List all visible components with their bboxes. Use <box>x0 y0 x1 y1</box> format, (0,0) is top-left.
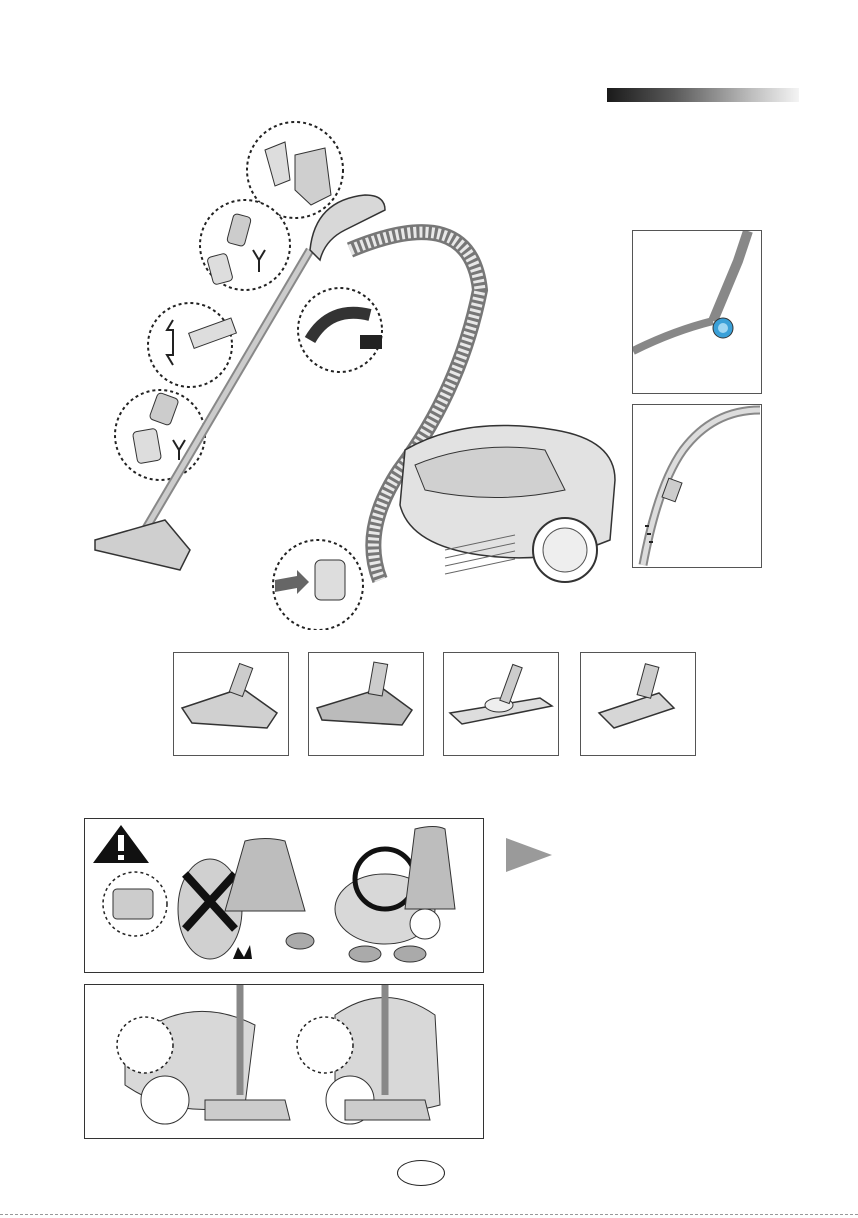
vacuum-assembly-illustration <box>85 120 625 630</box>
header-gradient-bar <box>607 88 799 102</box>
page-number-oval <box>397 1160 445 1186</box>
bottom-dashed-rule <box>0 1214 858 1215</box>
telescopic-pipe-detail <box>632 404 762 568</box>
floor-brush-illustration <box>173 652 289 756</box>
mini-turbo-brush-illustration <box>580 652 696 756</box>
hose-connection-detail <box>632 230 762 394</box>
turbo-brush-illustration <box>308 652 424 756</box>
warning-illustration-box <box>84 818 484 973</box>
parquet-brush-illustration <box>443 652 559 756</box>
parking-position-illustration-box <box>84 984 484 1139</box>
pointer-arrow-icon <box>506 838 552 872</box>
warning-icon <box>93 825 149 863</box>
